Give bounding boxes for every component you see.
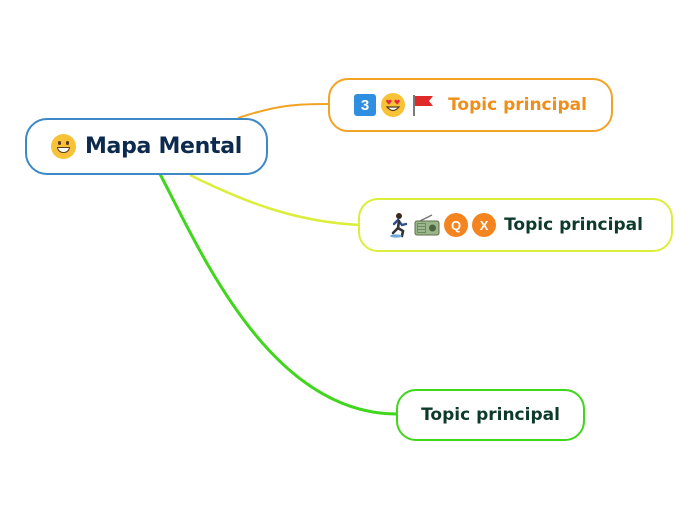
keycap-three-icon: 3 [354,94,377,116]
main-topic-1-label: Topic principal [448,95,587,115]
main-topic-3[interactable]: Topic principal [396,389,585,441]
connector-topic-3 [158,173,399,416]
connector-topic-1 [237,103,331,119]
heart-eyes-face-icon [380,92,406,118]
central-topic-label: Mapa Mental [84,134,243,159]
main-topic-3-label: Topic principal [421,405,560,425]
main-topic-2-label: Topic principal [504,215,643,235]
red-flag-icon [410,93,436,117]
circle-letter-x-icon: X [472,213,497,237]
radio-icon [414,214,440,236]
main-topic-2[interactable]: Q X Topic principal [358,198,673,252]
person-running-icon [388,212,410,238]
main-topic-1[interactable]: 3 Topic principal [328,78,613,132]
central-topic[interactable]: Mapa Mental [25,118,268,175]
connector-topic-2 [189,173,361,227]
circle-letter-q-icon: Q [444,213,469,237]
grinning-face-icon [50,134,76,159]
